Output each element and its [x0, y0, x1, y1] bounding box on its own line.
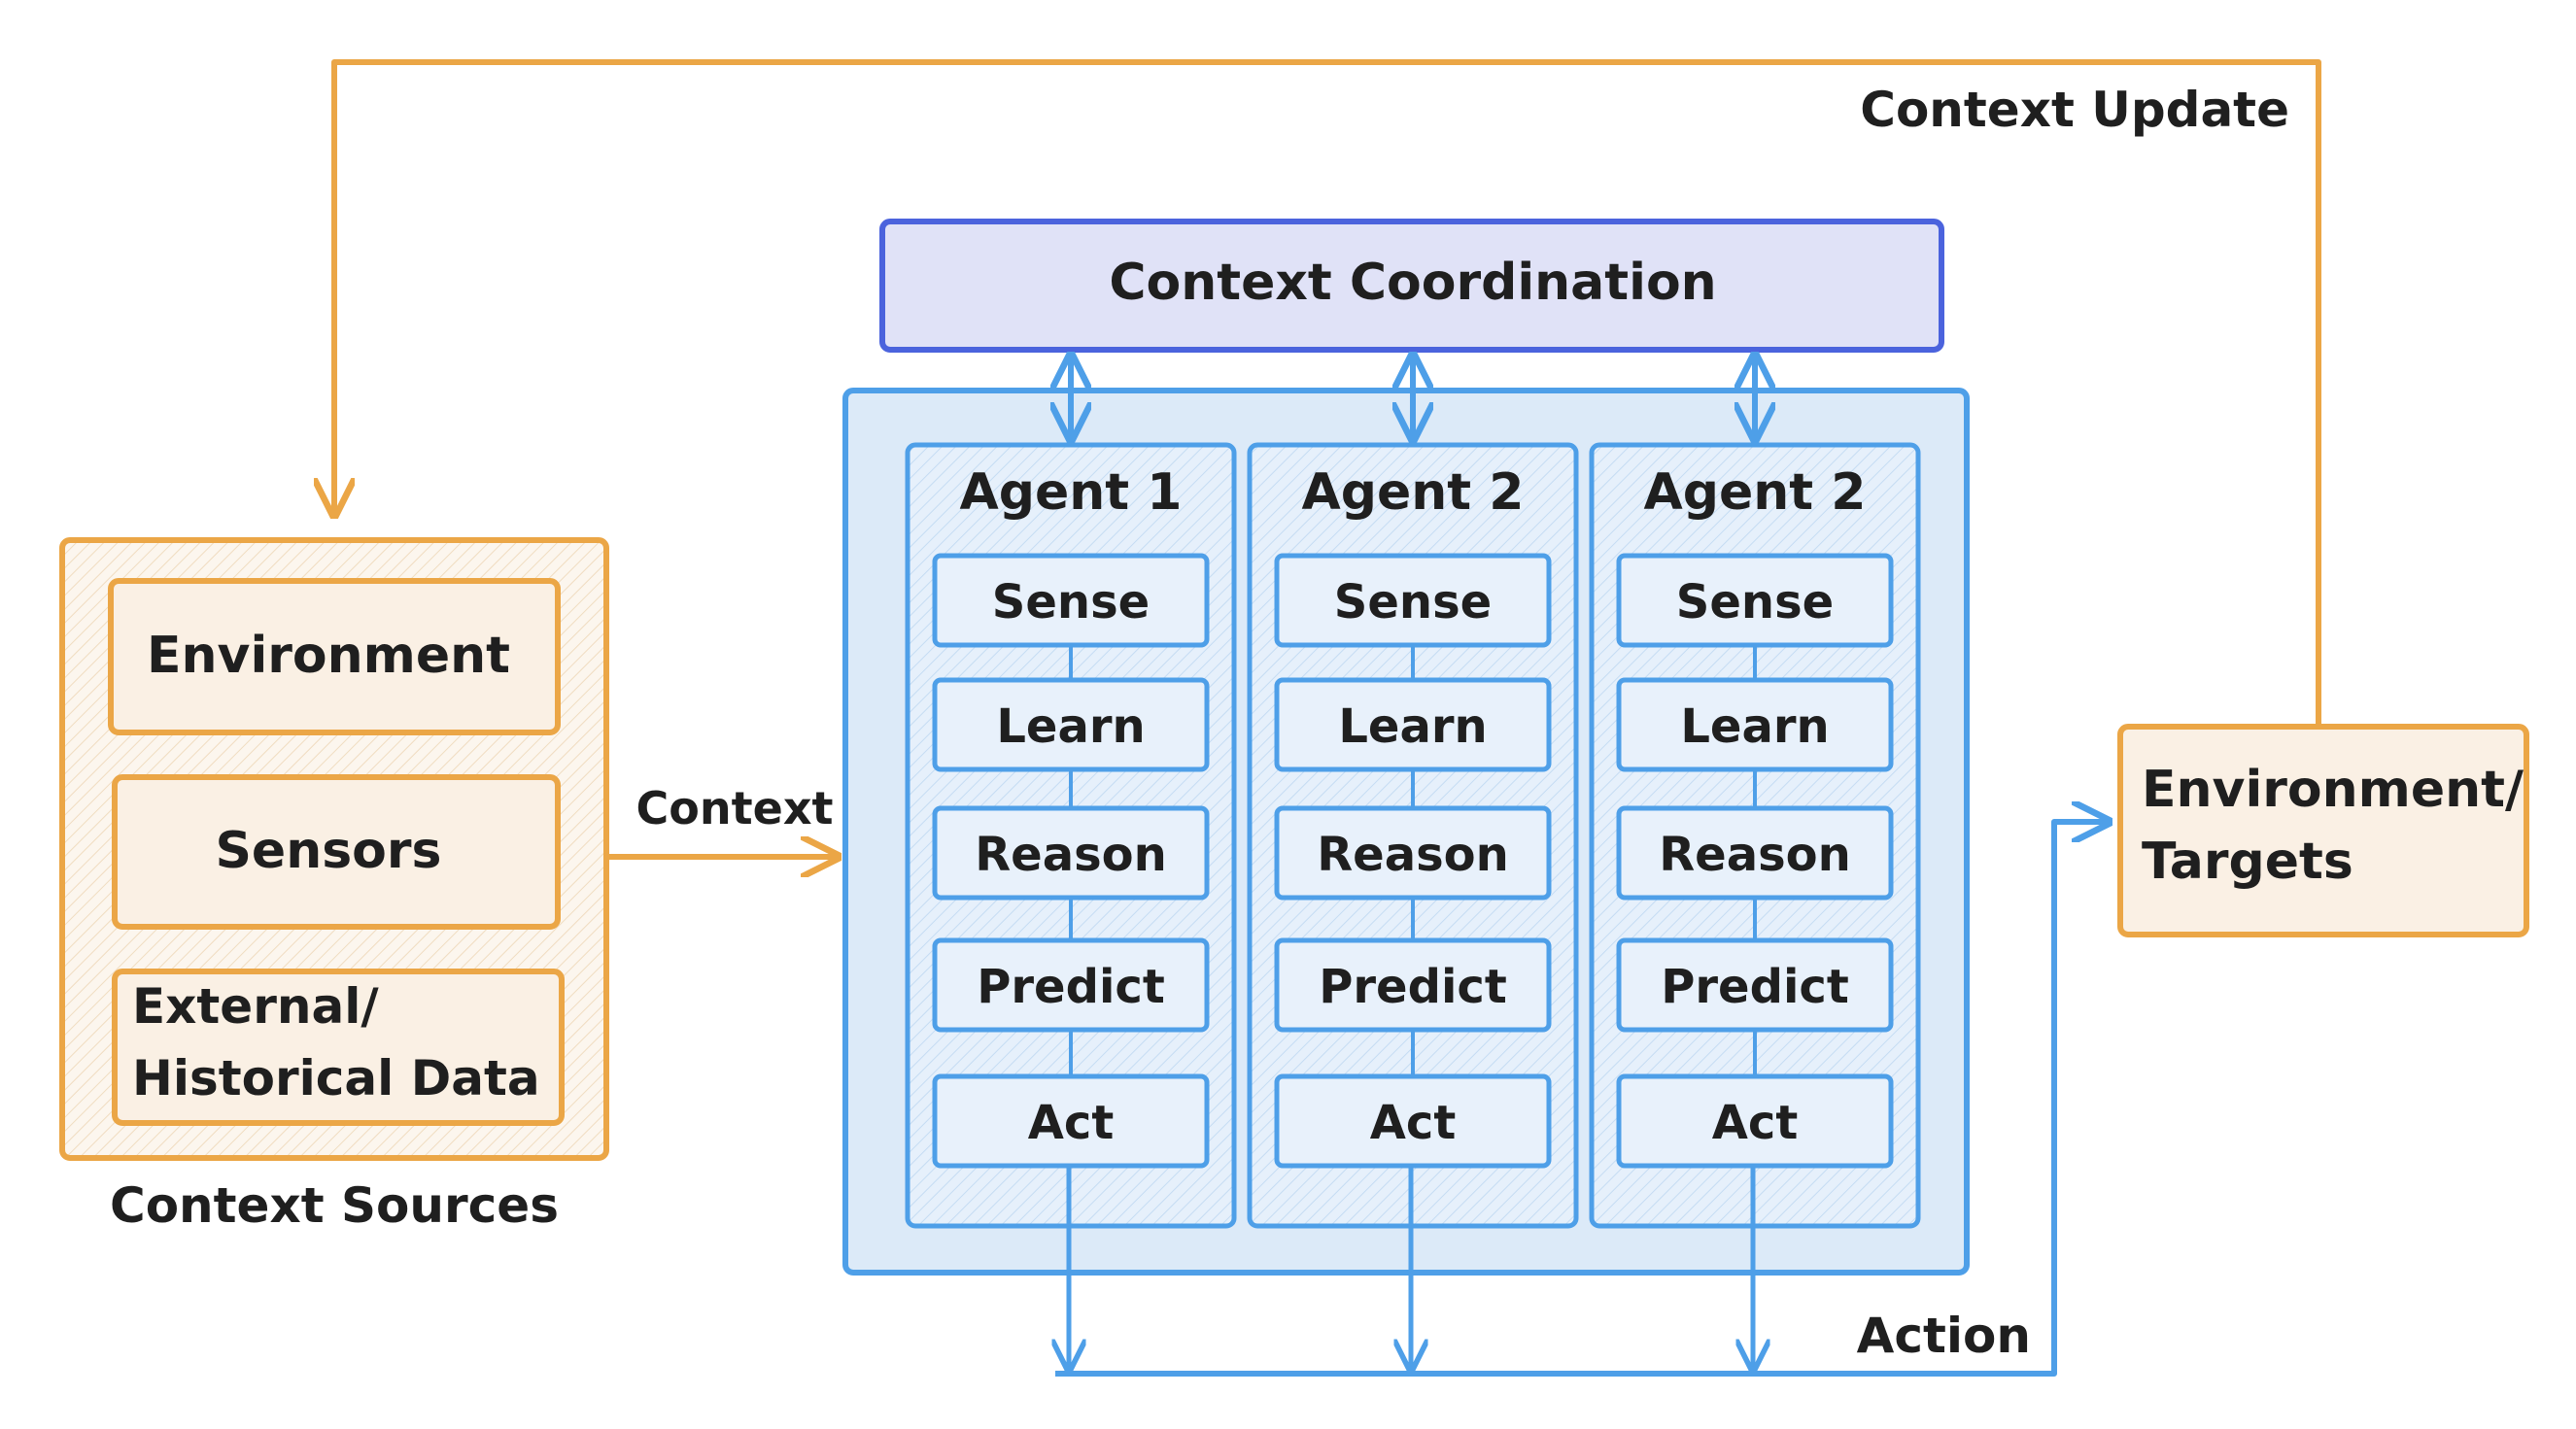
agent-step-act: Act	[932, 1073, 1210, 1169]
agent-step-learn: Learn	[932, 677, 1210, 772]
agent-step-learn: Learn	[1616, 677, 1894, 772]
step-label: Act	[1370, 1096, 1457, 1150]
step-box	[932, 553, 1210, 648]
agent-step-reason: Reason	[932, 805, 1210, 901]
step-box	[932, 805, 1210, 901]
context-coordination-label: Context Coordination	[1109, 254, 1716, 312]
source-external-label-line2: Historical Data	[132, 1050, 540, 1106]
source-sensors-label: Sensors	[215, 822, 441, 880]
action-label: Action	[1857, 1308, 2031, 1364]
source-sensors-box	[112, 774, 561, 930]
step-box	[932, 677, 1210, 772]
context-coordination-box	[879, 219, 1944, 353]
step-box	[932, 937, 1210, 1033]
agent-step-reason: Reason	[1616, 805, 1894, 901]
source-environment-box	[108, 578, 561, 735]
agent-title: Agent 2	[1644, 463, 1867, 522]
environment-targets-box	[2117, 724, 2529, 937]
agent-step-predict: Predict	[1274, 937, 1552, 1033]
source-external-box	[112, 969, 565, 1126]
step-box	[1616, 677, 1894, 772]
step-box	[1274, 937, 1552, 1033]
step-label: Learn	[1680, 699, 1829, 754]
step-label: Reason	[1317, 828, 1509, 882]
step-label: Learn	[996, 699, 1145, 754]
step-label: Reason	[975, 828, 1167, 882]
step-label: Sense	[1334, 575, 1492, 629]
environment-targets-label-line1: Environment/	[2142, 761, 2524, 819]
agent-step-learn: Learn	[1274, 677, 1552, 772]
agent-step-predict: Predict	[1616, 937, 1894, 1033]
agent-title: Agent 1	[960, 463, 1183, 522]
environment-targets-label-line2: Targets	[2142, 833, 2353, 891]
context-label: Context	[636, 782, 834, 834]
source-external-label-line1: External/	[132, 978, 379, 1035]
agent-step-predict: Predict	[932, 937, 1210, 1033]
step-box	[1274, 805, 1552, 901]
agent-step-sense: Sense	[1274, 553, 1552, 648]
step-label: Predict	[1319, 960, 1507, 1014]
step-box	[1616, 937, 1894, 1033]
step-label: Learn	[1338, 699, 1487, 754]
agent-step-reason: Reason	[1274, 805, 1552, 901]
agent-title: Agent 2	[1302, 463, 1525, 522]
step-box	[1274, 553, 1552, 648]
step-label: Act	[1028, 1096, 1115, 1150]
step-box	[1274, 677, 1552, 772]
step-label: Act	[1712, 1096, 1799, 1150]
step-label: Predict	[977, 960, 1165, 1014]
step-label: Predict	[1661, 960, 1849, 1014]
action-bus-line	[1055, 822, 2109, 1377]
agent-step-sense: Sense	[932, 553, 1210, 648]
agent-step-act: Act	[1616, 1073, 1894, 1169]
context-update-arrow	[334, 59, 2321, 727]
step-label: Sense	[1676, 575, 1834, 629]
step-label: Reason	[1659, 828, 1851, 882]
step-box	[1616, 805, 1894, 901]
context-update-label: Context Update	[1860, 82, 2289, 138]
agent-step-act: Act	[1274, 1073, 1552, 1169]
step-label: Sense	[992, 575, 1150, 629]
source-environment-label: Environment	[147, 627, 510, 685]
step-box	[1616, 553, 1894, 648]
context-sources-caption: Context Sources	[110, 1177, 559, 1234]
agent-step-sense: Sense	[1616, 553, 1894, 648]
